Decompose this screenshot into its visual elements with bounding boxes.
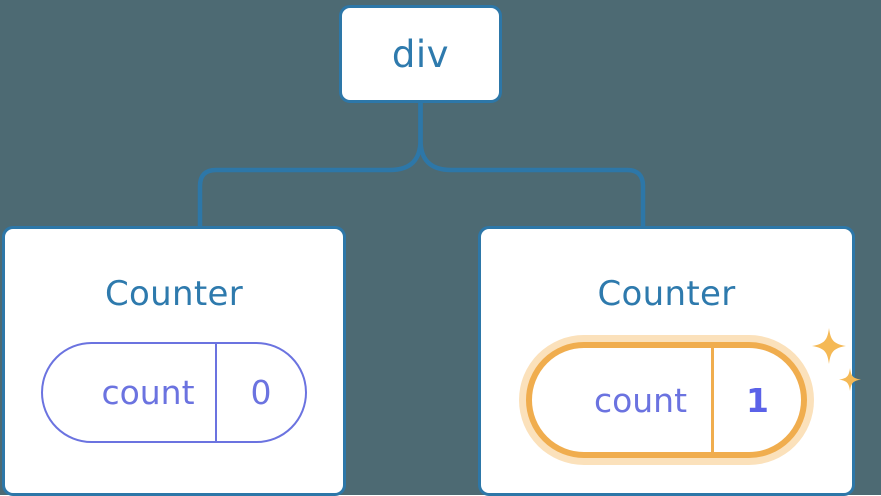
node-counter-right-title: Counter <box>597 274 736 314</box>
state-value-cell-left: 0 <box>217 344 305 441</box>
state-key-label-left: count <box>101 373 195 412</box>
node-counter-left[interactable]: Counter count 0 <box>2 226 346 496</box>
state-pill-wrap-left: count 0 <box>41 342 307 443</box>
state-pill-wrap-right: count 1 <box>526 328 861 458</box>
node-counter-left-title: Counter <box>105 274 243 314</box>
state-key-label-right: count <box>593 380 688 420</box>
connector-left-branch <box>197 98 423 231</box>
state-key-cell-left: count <box>43 344 217 441</box>
node-div[interactable]: div <box>339 5 502 103</box>
connector-right-branch <box>418 98 646 231</box>
node-div-label: div <box>391 32 450 76</box>
state-value-cell-right: 1 <box>714 348 801 452</box>
state-value-label-left: 0 <box>250 373 272 412</box>
state-pill-left[interactable]: count 0 <box>41 342 307 443</box>
state-pill-right-highlighted[interactable]: count 1 <box>526 342 807 458</box>
node-counter-right[interactable]: Counter count 1 <box>478 226 861 496</box>
sparkle-four-point-icon <box>812 328 846 364</box>
state-value-label-right: 1 <box>746 380 769 420</box>
state-key-cell-right: count <box>532 348 714 452</box>
